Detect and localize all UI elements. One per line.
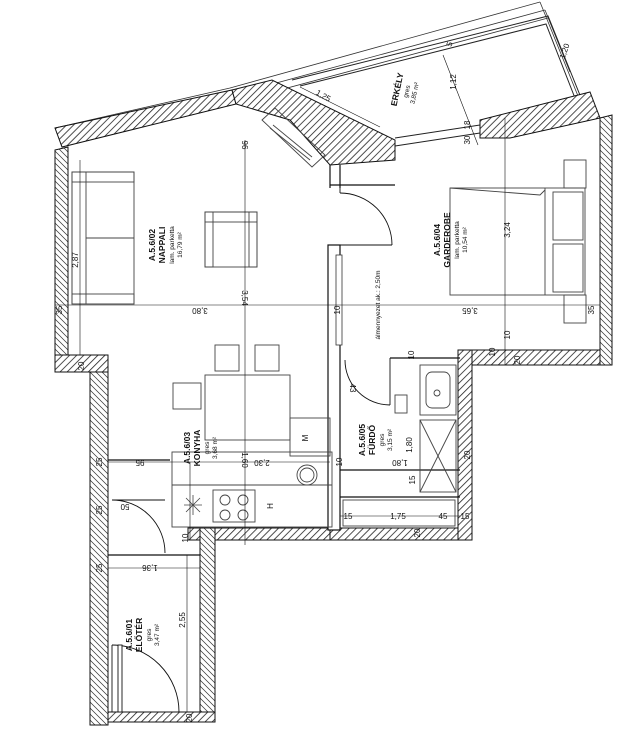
tv-unit <box>261 107 326 168</box>
svg-text:1,12: 1,12 <box>449 74 458 90</box>
svg-text:A.5.6/02: A.5.6/02 <box>147 229 157 261</box>
svg-text:gres: gres <box>146 628 153 641</box>
svg-text:10: 10 <box>407 350 416 359</box>
armchair <box>204 211 258 268</box>
wall-top-bay <box>231 79 396 166</box>
dimension-lines <box>55 54 600 712</box>
svg-text:1,80: 1,80 <box>405 437 414 453</box>
svg-text:35: 35 <box>587 305 596 314</box>
svg-text:3,47 m²: 3,47 m² <box>154 623 161 646</box>
svg-text:10: 10 <box>333 305 342 314</box>
svg-text:1,36: 1,36 <box>142 563 158 572</box>
svg-text:lam. parketta: lam. parketta <box>454 221 461 259</box>
svg-text:FÜRDŐ: FÜRDŐ <box>366 425 377 456</box>
washer-label: M <box>301 434 310 441</box>
svg-text:KONYHA: KONYHA <box>192 430 202 467</box>
svg-text:15: 15 <box>344 512 353 521</box>
wall-entry-bottom <box>107 711 216 723</box>
svg-text:gres: gres <box>204 441 211 454</box>
wall-right <box>599 114 613 366</box>
wall-entry-right <box>199 527 216 713</box>
svg-text:3,24: 3,24 <box>503 222 512 238</box>
doors <box>111 185 393 713</box>
wall-right-lower <box>471 349 601 366</box>
sliding-panel <box>335 254 343 346</box>
bath-fixtures <box>342 364 457 527</box>
svg-text:16,79 m²: 16,79 m² <box>177 231 184 257</box>
dining-set <box>172 344 291 441</box>
wall-left-step <box>54 354 109 373</box>
svg-text:25: 25 <box>95 563 104 572</box>
svg-text:20: 20 <box>413 528 422 537</box>
svg-text:15: 15 <box>408 475 417 484</box>
svg-text:95: 95 <box>135 458 144 467</box>
svg-text:lam. parketta: lam. parketta <box>169 226 176 264</box>
wall-bath-bottom <box>329 527 471 541</box>
svg-text:10: 10 <box>181 533 190 542</box>
svg-text:gres: gres <box>379 433 386 446</box>
wall-left-upper <box>54 146 69 356</box>
svg-text:45: 45 <box>439 512 448 521</box>
svg-text:35: 35 <box>55 305 64 314</box>
svg-text:25: 25 <box>95 457 104 466</box>
fridge-label: H <box>266 503 275 509</box>
svg-text:2,55: 2,55 <box>178 612 187 628</box>
svg-text:15: 15 <box>461 512 470 521</box>
svg-text:3,15 m²: 3,15 m² <box>387 428 394 451</box>
room-label-erkely: ERKÉLY gres 3,85 m² <box>389 72 421 107</box>
svg-text:A.5.6/01: A.5.6/01 <box>124 619 134 651</box>
svg-text:20: 20 <box>185 713 194 722</box>
svg-text:3,68 m²: 3,68 m² <box>212 436 219 459</box>
svg-text:A.5.6/04: A.5.6/04 <box>432 224 442 256</box>
svg-text:5: 5 <box>445 40 455 48</box>
dimension-texts: 2,87 3,80 3,54 3,65 3,24 96 95 1,60 2,30… <box>55 40 596 722</box>
svg-text:gres: gres <box>403 84 413 99</box>
svg-text:96: 96 <box>240 141 249 150</box>
room-label-nappali: A.5.6/02 NAPPALI lam. parketta 16,79 m² <box>147 226 184 264</box>
room-label-furdo: A.5.6/05 FÜRDŐ gres 3,15 m² <box>357 424 394 456</box>
svg-text:A.5.6/05: A.5.6/05 <box>357 424 367 456</box>
wall-top-left <box>54 89 237 148</box>
extractor-icon <box>184 495 202 515</box>
svg-text:50: 50 <box>120 502 129 511</box>
svg-text:10,54 m²: 10,54 m² <box>462 226 469 252</box>
wall-top-right <box>479 91 601 139</box>
wall-bath-right <box>457 349 473 541</box>
svg-text:43: 43 <box>348 384 357 393</box>
svg-text:3,65: 3,65 <box>462 306 478 315</box>
wall-left-lower <box>89 361 109 726</box>
svg-text:30: 30 <box>463 135 472 144</box>
svg-text:NAPPALI: NAPPALI <box>157 227 167 264</box>
svg-text:20: 20 <box>77 361 86 370</box>
svg-text:A.5.6/03: A.5.6/03 <box>182 432 192 464</box>
room-label-garderobe: A.5.6/04 GARDEROBE lam. parketta 10,54 m… <box>432 212 469 268</box>
svg-text:10: 10 <box>488 347 497 356</box>
ceiling-note: álmennyezet ak.: 2,50m <box>375 270 382 339</box>
svg-text:25: 25 <box>95 505 104 514</box>
svg-text:3,85 m²: 3,85 m² <box>409 81 421 105</box>
kitchen-counter <box>171 417 333 528</box>
svg-text:ELŐTÉR: ELŐTÉR <box>133 618 144 652</box>
svg-text:20: 20 <box>463 450 472 459</box>
bed <box>449 159 587 324</box>
balcony-outline <box>291 15 591 147</box>
svg-text:3,80: 3,80 <box>192 306 208 315</box>
svg-text:1,75: 1,75 <box>390 512 406 521</box>
svg-text:2,87: 2,87 <box>71 252 80 268</box>
svg-text:18: 18 <box>463 120 472 129</box>
svg-text:1,60: 1,60 <box>240 452 249 468</box>
svg-text:20: 20 <box>513 355 522 364</box>
svg-text:1,80: 1,80 <box>392 458 408 467</box>
svg-text:ERKÉLY: ERKÉLY <box>389 72 406 107</box>
svg-text:GARDEROBE: GARDEROBE <box>442 212 452 268</box>
sofa <box>71 171 135 305</box>
svg-text:10: 10 <box>503 330 512 339</box>
room-label-eloter: A.5.6/01 ELŐTÉR gres 3,47 m² <box>124 618 161 652</box>
svg-text:2,30: 2,30 <box>254 458 270 467</box>
svg-text:3,54: 3,54 <box>240 290 249 306</box>
svg-text:10: 10 <box>335 457 344 466</box>
room-label-konyha: A.5.6/03 KONYHA gres 3,68 m² <box>182 430 219 467</box>
